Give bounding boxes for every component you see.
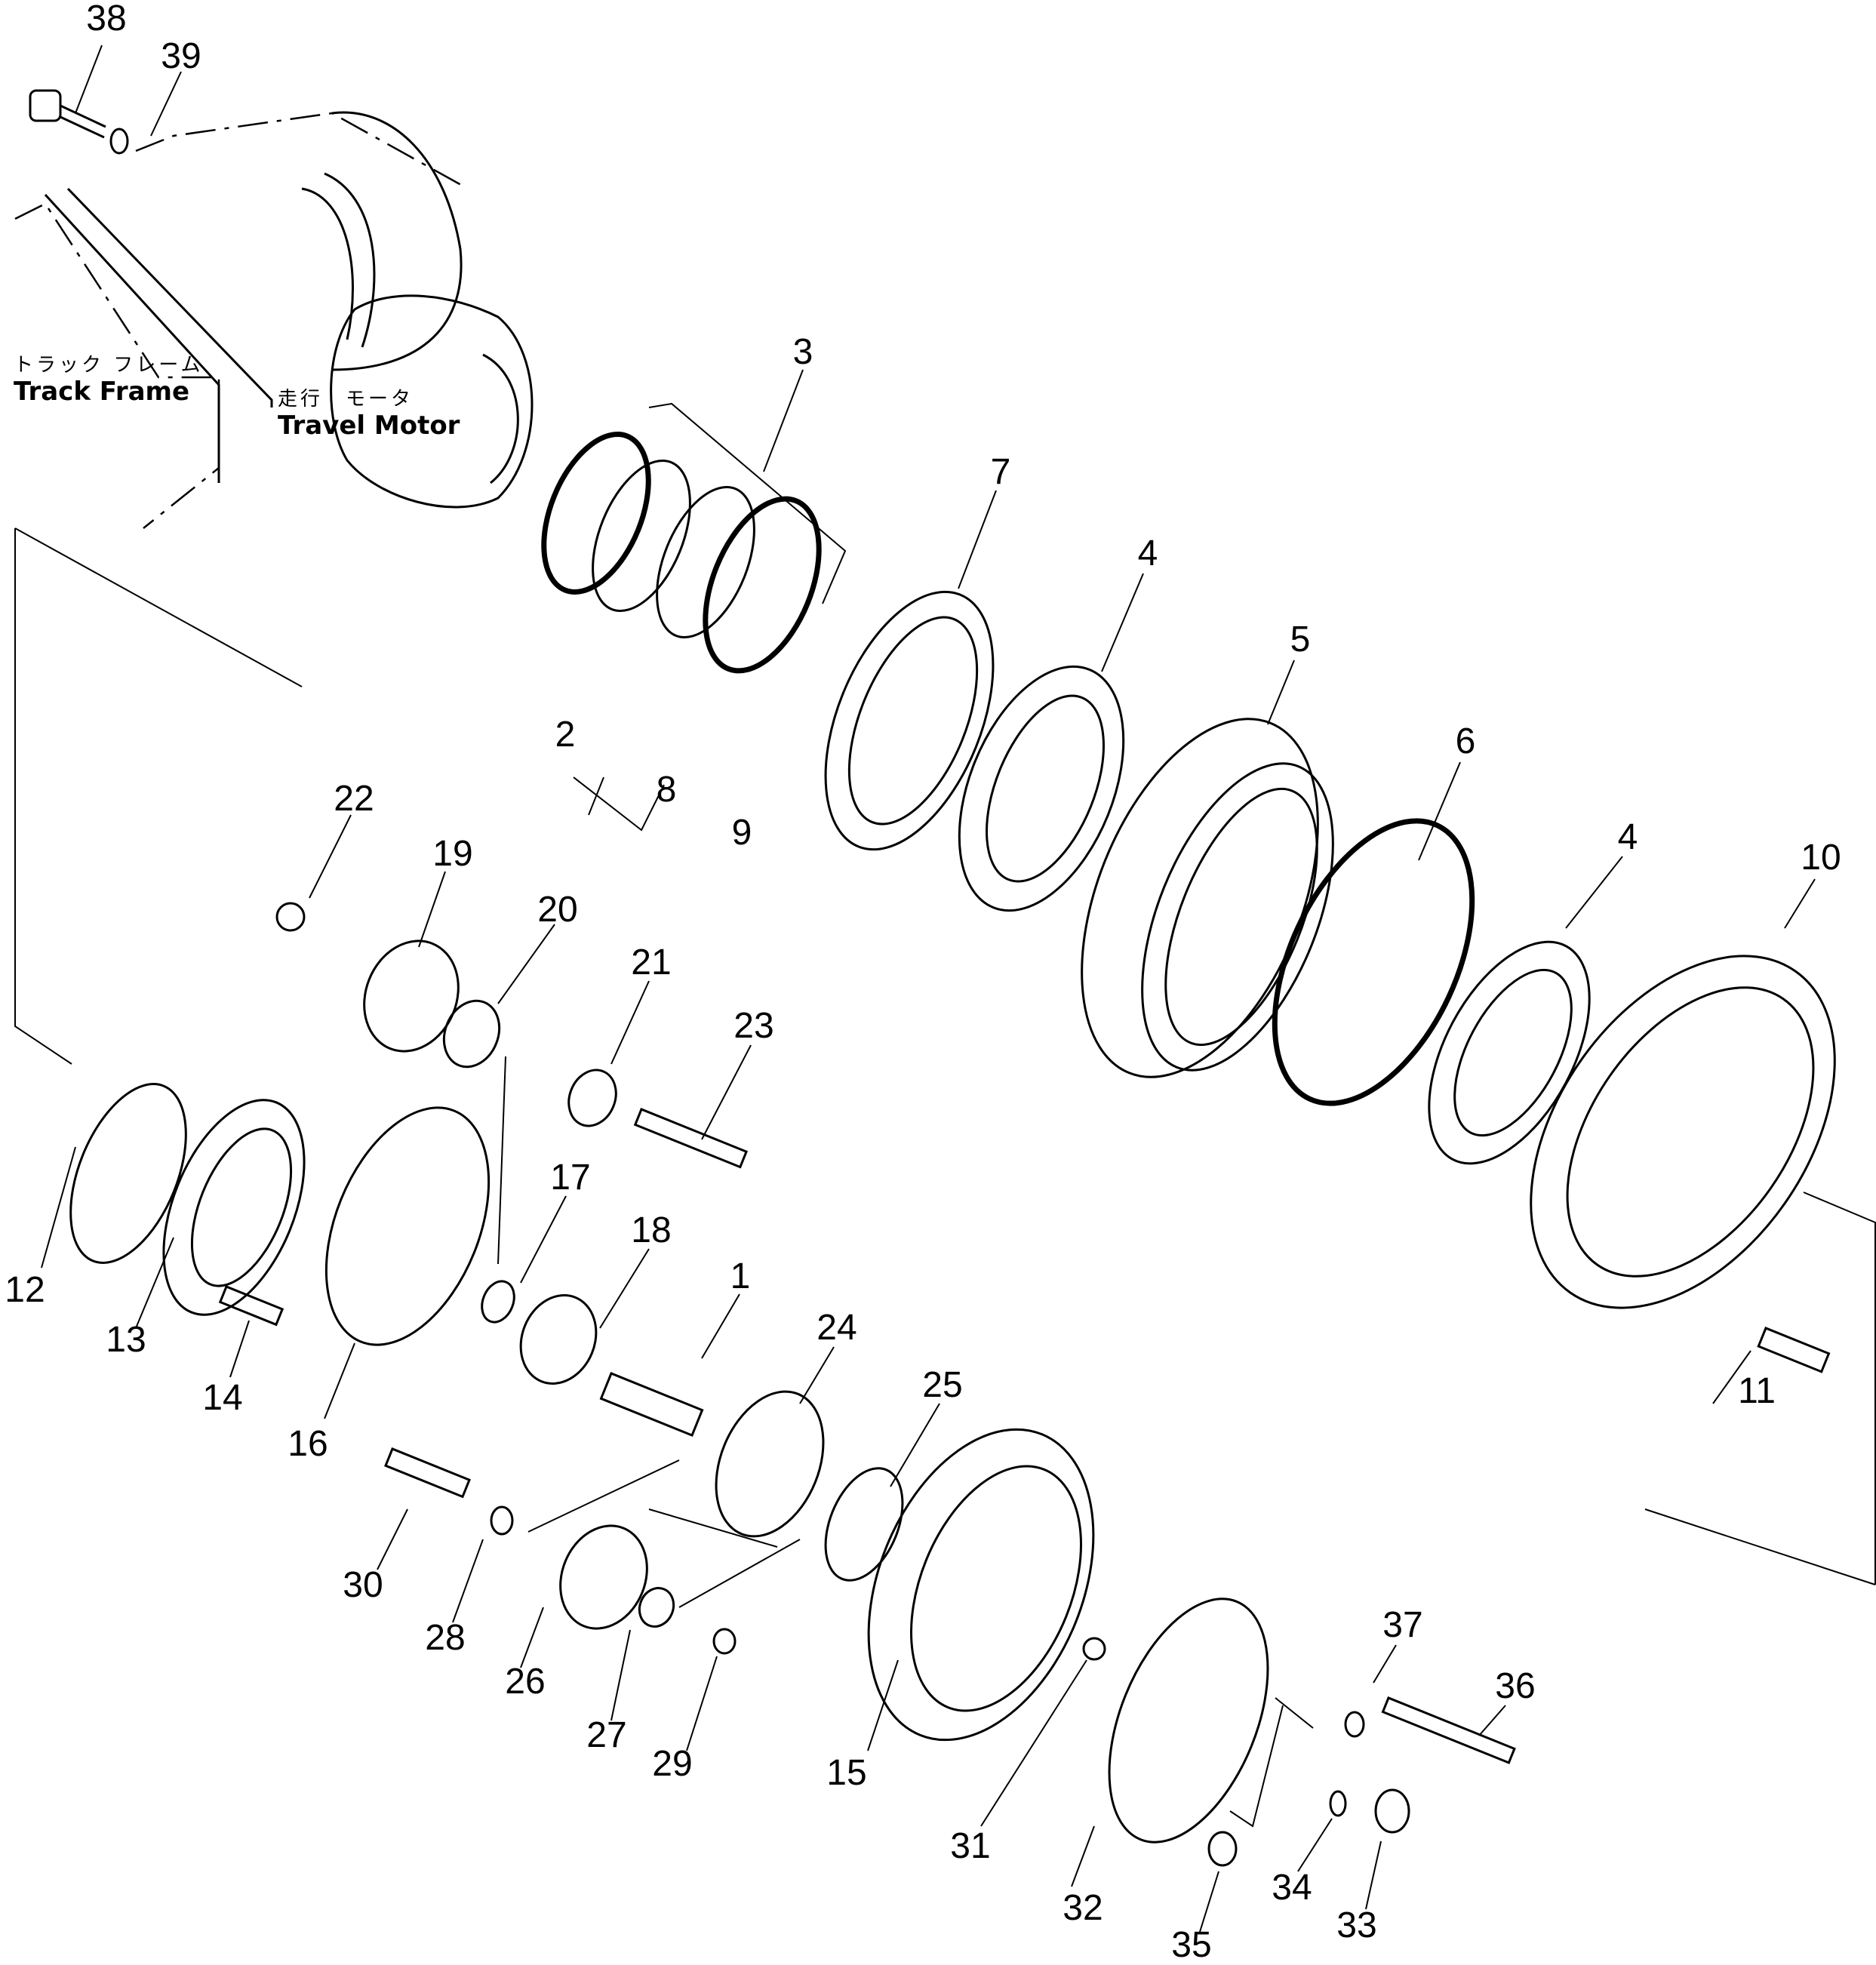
callout-3: 3 bbox=[792, 332, 813, 372]
callout-32: 32 bbox=[1063, 1888, 1103, 1928]
ring-7 bbox=[824, 490, 997, 851]
callout-10: 10 bbox=[1801, 838, 1841, 878]
sprocket-10 bbox=[1530, 878, 1876, 1585]
callout-4a: 4 bbox=[1137, 534, 1158, 574]
callout-38: 38 bbox=[86, 0, 127, 38]
bearing-4a bbox=[958, 573, 1144, 912]
callout-6: 6 bbox=[1455, 721, 1476, 761]
callout-22: 22 bbox=[334, 779, 374, 819]
callout-7: 7 bbox=[990, 452, 1011, 492]
planet-gear-set-upper bbox=[275, 814, 752, 1265]
callout-35: 35 bbox=[1171, 1925, 1212, 1965]
bearing-4b bbox=[1428, 856, 1623, 1165]
callout-16: 16 bbox=[288, 1424, 328, 1464]
callout-29: 29 bbox=[652, 1744, 693, 1784]
callout-2: 2 bbox=[555, 715, 576, 755]
callout-39: 39 bbox=[161, 36, 201, 76]
assembly-bracket-left bbox=[14, 527, 303, 1065]
callout-24: 24 bbox=[817, 1308, 857, 1348]
planet-gear-set-bottom bbox=[377, 1447, 801, 1751]
callout-28: 28 bbox=[425, 1618, 466, 1658]
callout-5: 5 bbox=[1290, 620, 1311, 660]
callout-9: 9 bbox=[731, 813, 752, 853]
ring-gear-15 bbox=[824, 1403, 1095, 1751]
callout-8: 8 bbox=[656, 770, 677, 810]
travel-motor-caption-jp: 走行 モータ bbox=[278, 388, 414, 411]
carrier-assembly bbox=[41, 1083, 491, 1419]
callout-26: 26 bbox=[505, 1662, 546, 1702]
callout-11: 11 bbox=[1738, 1371, 1776, 1411]
travel-motor-caption-en: Travel Motor bbox=[278, 410, 460, 441]
callout-15: 15 bbox=[826, 1753, 867, 1793]
callout-4b: 4 bbox=[1617, 817, 1638, 857]
track-frame-drawing bbox=[14, 111, 469, 529]
callout-12: 12 bbox=[5, 1270, 45, 1310]
callout-1: 1 bbox=[730, 1256, 751, 1296]
planet-gear-set-lower bbox=[481, 1195, 835, 1538]
callout-13: 13 bbox=[106, 1320, 146, 1360]
cover-and-fasteners bbox=[980, 1598, 1516, 1933]
callout-36: 36 bbox=[1495, 1666, 1536, 1706]
floating-seal-3 bbox=[541, 369, 847, 832]
callout-34: 34 bbox=[1272, 1868, 1312, 1908]
callout-21: 21 bbox=[631, 943, 672, 982]
callout-14: 14 bbox=[202, 1378, 243, 1418]
travel-motor-drawing bbox=[330, 294, 534, 509]
travel-motor-caption: 走行 モータ Travel Motor bbox=[278, 388, 460, 441]
callout-20: 20 bbox=[537, 890, 578, 930]
track-frame-caption: トラック フレーム Track Frame bbox=[14, 354, 204, 407]
o-ring-6 bbox=[1272, 761, 1475, 1106]
callout-25: 25 bbox=[922, 1365, 963, 1405]
callout-23: 23 bbox=[733, 1006, 774, 1046]
callout-37: 37 bbox=[1382, 1605, 1423, 1645]
callout-27: 27 bbox=[586, 1715, 627, 1755]
callout-19: 19 bbox=[432, 834, 473, 874]
track-frame-caption-en: Track Frame bbox=[14, 376, 190, 407]
callout-17: 17 bbox=[550, 1158, 591, 1198]
callout-18: 18 bbox=[631, 1210, 672, 1250]
callout-30: 30 bbox=[343, 1565, 383, 1605]
callout-33: 33 bbox=[1336, 1905, 1377, 1945]
track-frame-caption-jp: トラック フレーム bbox=[14, 354, 204, 377]
callout-31: 31 bbox=[950, 1826, 991, 1866]
bolt-38-washer-39 bbox=[29, 45, 182, 155]
